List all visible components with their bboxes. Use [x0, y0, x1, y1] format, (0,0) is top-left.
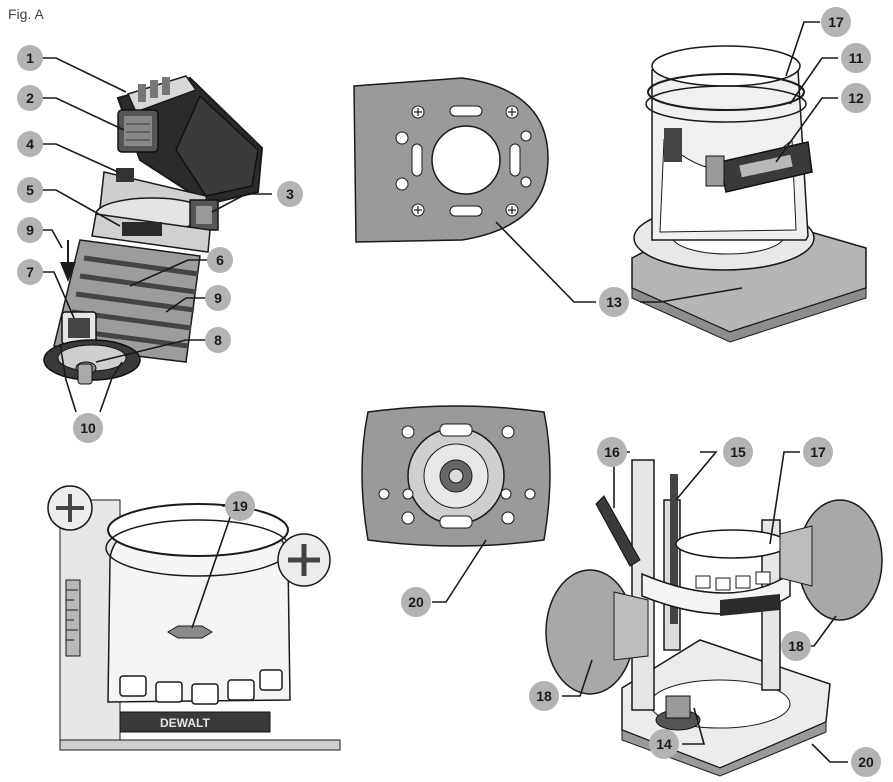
figure-label: Fig. A [8, 6, 44, 22]
callout-circle [17, 45, 43, 71]
callout-circle [723, 437, 753, 467]
callout-circle [781, 631, 811, 661]
plunge-base-illustration [545, 459, 883, 777]
callout-label: 20 [858, 754, 874, 770]
callout-label: 1 [26, 50, 34, 66]
callout-c18a: 18 [529, 681, 559, 711]
callout-c2: 2 [17, 85, 43, 111]
callout-c14: 14 [649, 729, 679, 759]
callout-c8: 8 [205, 327, 231, 353]
callout-label: 3 [286, 186, 294, 202]
callout-label: 19 [232, 498, 248, 514]
callout-c1: 1 [17, 45, 43, 71]
router-motor-illustration [43, 75, 264, 385]
callout-c3: 3 [277, 181, 303, 207]
callout-circle [17, 85, 43, 111]
callout-circle [205, 327, 231, 353]
callout-c15: 15 [723, 437, 753, 467]
callout-label: 11 [849, 50, 864, 66]
callout-circle [277, 181, 303, 207]
callout-circle [73, 413, 103, 443]
callout-circle [207, 247, 233, 273]
callout-label: 20 [408, 594, 424, 610]
callout-circle [17, 259, 43, 285]
callout-c20b: 20 [851, 747, 881, 777]
callout-circle [803, 437, 833, 467]
sub-base-plate [353, 77, 549, 243]
callout-c6: 6 [207, 247, 233, 273]
callout-label: 8 [214, 332, 222, 348]
callout-label: 13 [606, 294, 622, 310]
callout-circle [17, 217, 43, 243]
callout-label: 17 [828, 14, 844, 30]
base-closeup-illustration: DEWALT [47, 470, 350, 751]
callout-c13: 13 [599, 287, 629, 317]
callout-circle [401, 587, 431, 617]
callout-circle [841, 83, 871, 113]
callout-label: 18 [788, 638, 804, 654]
callout-c7: 7 [17, 259, 43, 285]
leader-lines [40, 21, 848, 763]
callout-c16: 16 [597, 437, 627, 467]
callout-label: 12 [848, 90, 864, 106]
callout-label: 9 [214, 290, 222, 306]
callout-c17a: 17 [821, 7, 851, 37]
callout-c9b: 9 [205, 285, 231, 311]
callout-label: 6 [216, 252, 224, 268]
callout-c11: 11 [841, 43, 871, 73]
callout-c12: 12 [841, 83, 871, 113]
callout-circle [17, 131, 43, 157]
callout-label: 15 [730, 444, 746, 460]
callout-c18b: 18 [781, 631, 811, 661]
callout-c17b: 17 [803, 437, 833, 467]
callout-label: 2 [26, 90, 34, 106]
callout-label: 10 [80, 420, 96, 436]
callout-circle [841, 43, 871, 73]
callout-label: 16 [604, 444, 620, 460]
callout-label: 17 [810, 444, 826, 460]
callout-label: 14 [656, 736, 672, 752]
callout-c5: 5 [17, 177, 43, 203]
callout-circle [851, 747, 881, 777]
callout-label: 5 [26, 182, 34, 198]
callout-circle [205, 285, 231, 311]
callout-c10: 10 [73, 413, 103, 443]
callout-c20a: 20 [401, 587, 431, 617]
callout-circle [225, 491, 255, 521]
callout-label: 18 [536, 688, 552, 704]
callout-circle [597, 437, 627, 467]
callout-c9a: 9 [17, 217, 43, 243]
callout-circle [821, 7, 851, 37]
callout-circle [529, 681, 559, 711]
callout-label: 9 [26, 222, 34, 238]
callout-circle [649, 729, 679, 759]
callout-circle [599, 287, 629, 317]
brand-logo: DEWALT [160, 716, 210, 730]
plunge-sub-base [361, 405, 551, 547]
callout-c19: 19 [225, 491, 255, 521]
callout-label: 4 [26, 136, 34, 152]
callout-circle [17, 177, 43, 203]
callout-label: 7 [26, 264, 34, 280]
callout-c4: 4 [17, 131, 43, 157]
fixed-base-illustration [631, 45, 867, 343]
